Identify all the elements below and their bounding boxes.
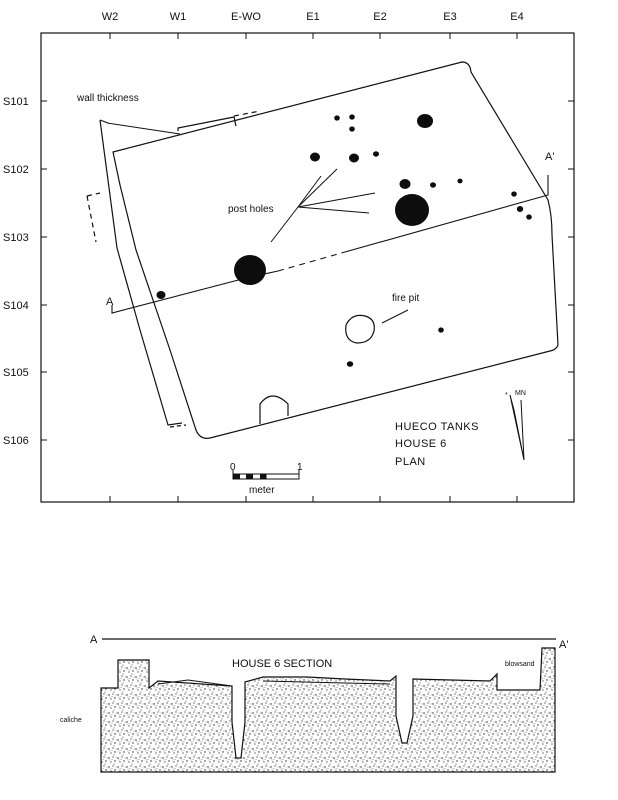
post-hole [156, 291, 166, 299]
section-start-label: A [106, 296, 114, 308]
post-holes-label: post holes [228, 204, 274, 215]
post-hole [395, 194, 429, 226]
house-outer-wall-dashed-top [233, 110, 261, 117]
grid-col-e3: E3 [443, 11, 456, 23]
grid-ticks [41, 33, 574, 502]
house-inner-wall [112, 61, 559, 439]
grid-col-e2: E2 [373, 11, 386, 23]
grid-row-labels: S101 S102 S103 S104 S105 S106 [3, 96, 29, 447]
grid-col-e-wo: E-WO [231, 11, 261, 23]
plan-title-line: HUECO TANKS [395, 421, 479, 433]
grid-col-w2: W2 [102, 11, 119, 23]
section-end-label: A' [545, 151, 554, 163]
post-hole [516, 206, 524, 212]
grid-row-s104: S104 [3, 300, 29, 312]
post-holes-leaders [270, 168, 376, 243]
magnetic-north-label: MN [515, 390, 526, 397]
section-view: A A' HOUSE 6 SECTION caliche blowsand [60, 634, 568, 773]
plan-frame [40, 32, 575, 503]
wall-thickness-label: wall thickness [76, 93, 139, 104]
post-hole [457, 178, 463, 184]
post-hole [430, 182, 436, 188]
house-outer-wall-bottom-dashed [169, 424, 187, 428]
north-arrow [509, 394, 525, 461]
post-hole [234, 255, 266, 285]
section-line-a-a [111, 175, 549, 314]
scale-end-label: 1 [297, 462, 303, 473]
fire-pit-leader [381, 309, 409, 324]
post-hole [346, 361, 354, 367]
blowsand-label: blowsand [505, 661, 535, 668]
post-hole [334, 115, 340, 121]
post-hole [349, 114, 355, 120]
grid-row-s101: S101 [3, 96, 29, 108]
caliche-label: caliche [60, 717, 82, 724]
section-start-label: A [90, 634, 98, 646]
section-fill [100, 647, 556, 773]
grid-col-e4: E4 [510, 11, 523, 23]
grid-row-s106: S106 [3, 435, 29, 447]
scale-bar [232, 470, 300, 480]
post-hole [417, 114, 433, 128]
fire-pit [345, 314, 375, 344]
grid-row-s102: S102 [3, 164, 29, 176]
grid-col-e1: E1 [306, 11, 319, 23]
plan-title-line: HOUSE 6 [395, 438, 447, 450]
post-hole [438, 327, 444, 333]
grid-column-labels: W2 W1 E-WO E1 E2 E3 E4 [102, 11, 524, 23]
post-hole [399, 179, 411, 189]
scale-unit-label: meter [249, 485, 275, 496]
entry-alcove [259, 395, 289, 424]
house-outer-wall-dashed [86, 192, 101, 243]
true-north-symbol: * [505, 392, 508, 399]
post-hole [511, 191, 517, 197]
plan-title-line: PLAN [395, 456, 426, 468]
post-hole [310, 152, 320, 162]
house-outer-wall [99, 119, 183, 426]
post-hole [373, 151, 379, 157]
wall-thickness-step [177, 116, 237, 131]
post-hole [349, 126, 355, 132]
grid-row-s103: S103 [3, 232, 29, 244]
post-hole [349, 153, 359, 163]
house-outer-wall-top [99, 119, 109, 124]
fire-pit-label: fire pit [392, 293, 419, 304]
plan-view: W2 W1 E-WO E1 E2 E3 E4 S101 S102 S103 S1… [3, 11, 575, 503]
scale-start-label: 0 [230, 462, 236, 473]
section-title: HOUSE 6 SECTION [232, 658, 332, 670]
wall-thickness-leader [106, 122, 181, 135]
section-end-label: A' [559, 639, 568, 651]
post-holes [156, 114, 532, 367]
grid-col-w1: W1 [170, 11, 187, 23]
post-hole [526, 214, 532, 220]
plan-title: HUECO TANKS HOUSE 6 PLAN [395, 421, 479, 468]
section-surface-detail [157, 679, 391, 687]
grid-row-s105: S105 [3, 367, 29, 379]
house-outline [86, 61, 559, 439]
